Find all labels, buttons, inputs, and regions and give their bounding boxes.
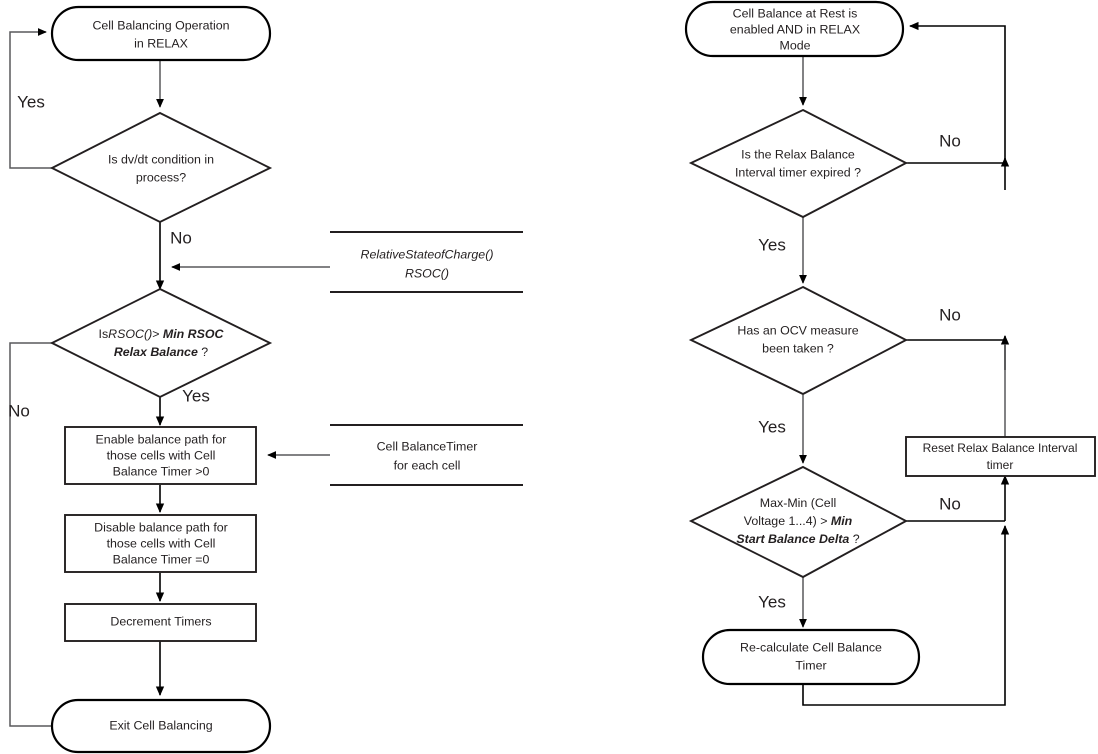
right-node-interval-decision[interactable]: Is the Relax Balance Interval timer expi…: [688, 108, 909, 219]
left-node-exit-line-1: Exit Cell Balancing: [109, 718, 212, 732]
left-node-rsoc-decision[interactable]: IsRSOC()> Min RSOC Relax Balance ?: [49, 287, 273, 399]
right-edge-label-ocv-yes: Yes: [758, 417, 786, 436]
left-node-enable-line-3: Balance Timer >0: [113, 464, 210, 478]
right-connectors: [799, 21, 1010, 706]
right-node-recalc-line-2: Timer: [795, 658, 826, 672]
left-node-enable-process[interactable]: Enable balance path for those cells with…: [64, 426, 257, 485]
right-node-delta-decision[interactable]: Max-Min (Cell Voltage 1...4) > Min Start…: [688, 465, 909, 579]
left-node-rsoc-line-1: IsRSOC()> Min RSOC: [99, 327, 225, 341]
left-annotation-rsoc-line-2: RSOC(): [405, 266, 449, 280]
edge-dvdt-yes-loop: [9, 28, 52, 169]
left-edge-label-dvdt-yes: Yes: [17, 92, 45, 111]
left-node-disable-line-1: Disable balance path for: [94, 520, 228, 534]
right-node-delta-line-1: Max-Min (Cell: [760, 496, 836, 510]
left-node-dvdt-line-1: Is dv/dt condition in: [108, 152, 214, 166]
edge-rsoc-no-to-exit: [9, 342, 61, 730]
left-node-start[interactable]: Cell Balancing Operation in RELAX: [50, 5, 272, 62]
left-node-disable-line-3: Balance Timer =0: [113, 552, 210, 566]
right-flowchart: Cell Balance at Rest is enabled AND in R…: [684, 0, 1096, 706]
left-node-decrement-line-1: Decrement Timers: [110, 614, 211, 628]
right-node-start-line-2: enabled AND in RELAX: [730, 22, 860, 36]
right-node-start[interactable]: Cell Balance at Rest is enabled AND in R…: [684, 0, 905, 58]
right-node-recalc-terminator[interactable]: Re-calculate Cell Balance Timer: [701, 628, 921, 686]
right-node-reset-process[interactable]: Reset Relax Balance Interval timer: [905, 436, 1096, 477]
right-node-start-line-3: Mode: [780, 38, 811, 52]
left-edge-label-rsoc-no: No: [8, 401, 30, 420]
right-edge-label-delta-no: No: [939, 494, 961, 513]
left-node-rsoc-line-2: Relax Balance ?: [114, 345, 208, 359]
left-node-exit-terminator[interactable]: Exit Cell Balancing: [50, 698, 272, 754]
right-node-interval-line-1: Is the Relax Balance: [741, 147, 855, 161]
left-annotation-rsoc: RelativeStateofCharge() RSOC(): [330, 231, 523, 293]
right-node-ocv-decision[interactable]: Has an OCV measure been taken ?: [688, 285, 909, 396]
right-edge-label-ocv-no: No: [939, 305, 961, 324]
right-edge-label-interval-yes: Yes: [758, 235, 786, 254]
left-node-decrement-process[interactable]: Decrement Timers: [64, 603, 257, 642]
right-node-delta-line-2: Voltage 1...4) > Min: [744, 514, 853, 528]
left-node-dvdt-decision[interactable]: Is dv/dt condition in process?: [49, 111, 273, 224]
left-annotation-rsoc-line-1: RelativeStateofCharge(): [361, 247, 494, 261]
left-node-disable-process[interactable]: Disable balance path for those cells wit…: [64, 514, 257, 573]
left-node-disable-line-2: those cells with Cell: [107, 536, 216, 550]
left-flowchart: Cell Balancing Operation in RELAX Is dv/…: [8, 5, 523, 754]
left-annotation-cell-balance-timer: Cell BalanceTimer for each cell: [330, 424, 523, 486]
right-node-reset-line-1: Reset Relax Balance Interval: [923, 441, 1078, 455]
right-node-reset-line-2: timer: [987, 458, 1014, 472]
right-edge-label-delta-yes: Yes: [758, 592, 786, 611]
right-node-start-line-1: Cell Balance at Rest is: [733, 6, 858, 20]
left-edge-label-dvdt-no: No: [170, 228, 192, 247]
right-node-ocv-line-2: been taken ?: [762, 341, 834, 355]
right-node-interval-line-2: Interval timer expired ?: [735, 165, 861, 179]
edge-r-bus-return-to-start: [909, 21, 1006, 163]
left-node-start-line-1: Cell Balancing Operation: [92, 18, 229, 32]
right-node-recalc-line-1: Re-calculate Cell Balance: [740, 640, 882, 654]
edge-r-recalc-return: [802, 525, 1010, 706]
right-edge-label-interval-no: No: [939, 131, 961, 150]
left-node-enable-line-2: those cells with Cell: [107, 448, 216, 462]
right-node-delta-line-3: Start Balance Delta ?: [736, 532, 859, 546]
left-node-enable-line-1: Enable balance path for: [96, 432, 227, 446]
left-annotation-timer-line-2: for each cell: [394, 458, 461, 472]
left-edge-label-rsoc-yes: Yes: [182, 386, 210, 405]
left-node-dvdt-line-2: process?: [136, 170, 186, 184]
left-connectors: [9, 28, 330, 730]
left-node-start-line-2: in RELAX: [134, 36, 188, 50]
left-annotation-timer-line-1: Cell BalanceTimer: [377, 439, 478, 453]
right-node-ocv-line-1: Has an OCV measure: [737, 323, 858, 337]
